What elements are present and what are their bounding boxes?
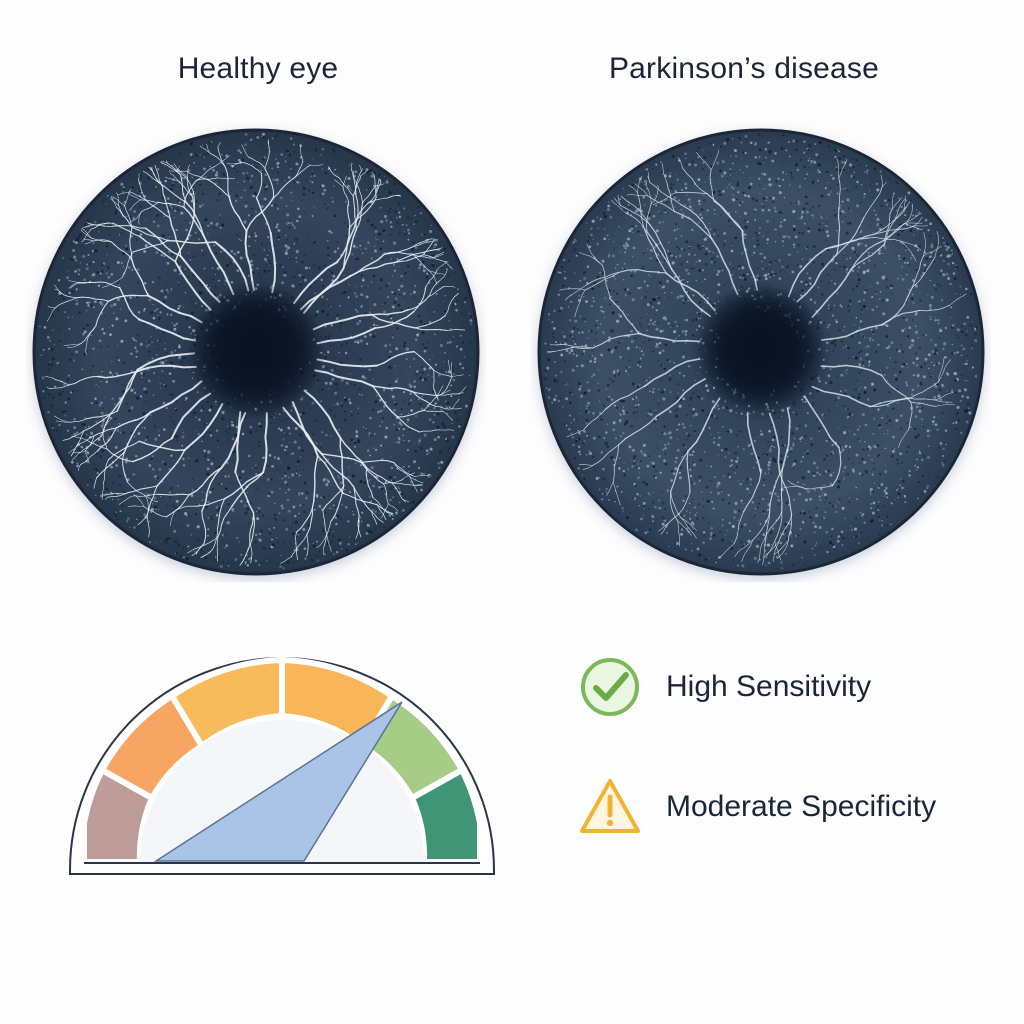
gauge-needle: [153, 701, 403, 862]
accuracy-gauge: [64, 640, 500, 880]
fovea: [697, 284, 825, 412]
warning-triangle-icon: [580, 779, 640, 833]
legend-sensitivity: High Sensitivity: [578, 655, 871, 719]
legend-specificity: Moderate Specificity: [578, 775, 936, 839]
healthy-retina-image: [26, 122, 486, 582]
check-circle-icon: [581, 658, 639, 716]
sensitivity-label: High Sensitivity: [666, 670, 872, 703]
fovea: [186, 280, 326, 420]
specificity-label: Moderate Specificity: [666, 790, 937, 823]
healthy-eye-title: Healthy eye: [177, 52, 339, 85]
parkinsons-eye-title: Parkinson’s disease: [608, 52, 880, 85]
gauge-segment-6: [408, 765, 483, 865]
parkinsons-retina-image: [531, 122, 991, 582]
